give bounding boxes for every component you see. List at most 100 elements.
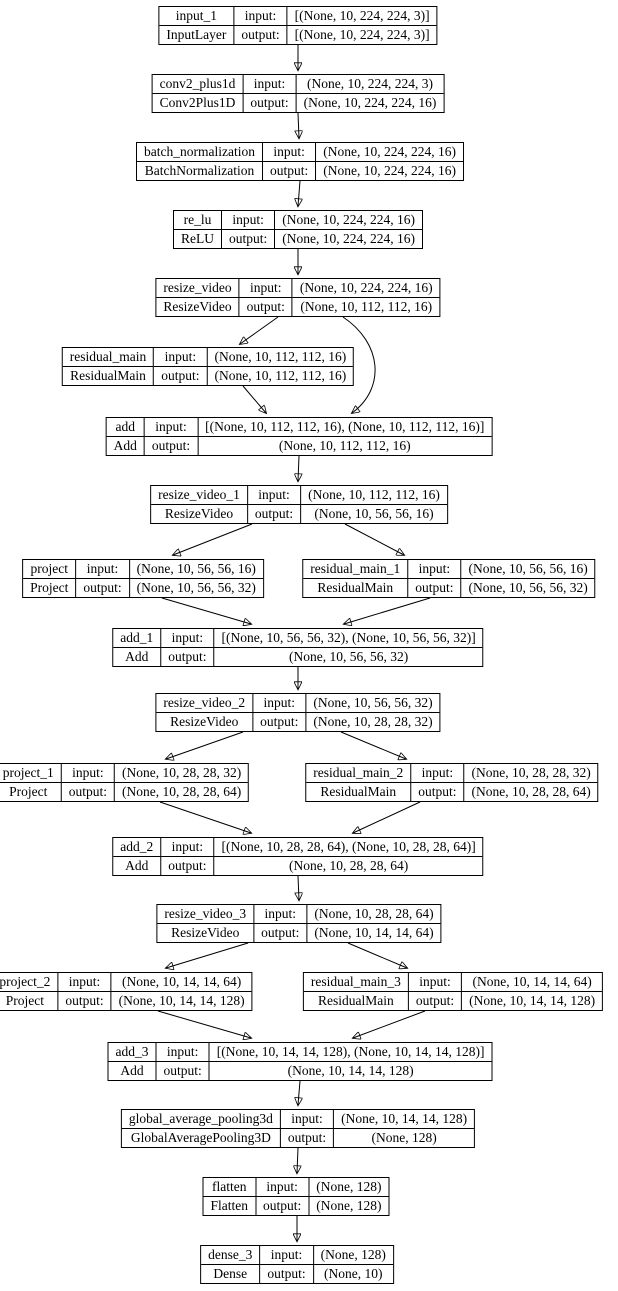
input-shape: [(None, 10, 28, 28, 64), (None, 10, 28, … xyxy=(214,838,483,857)
input-shape: (None, 10, 112, 112, 16) xyxy=(301,486,447,505)
layer-name: project_1 xyxy=(0,764,62,783)
input-label: input: xyxy=(144,418,199,437)
layer-type: ResidualMain xyxy=(306,783,412,801)
output-label: output: xyxy=(161,648,215,666)
input-label: input: xyxy=(408,560,462,579)
edge-add_3-to-global_average_pooling3d xyxy=(298,1080,300,1105)
input-shape: (None, 128) xyxy=(309,1178,389,1197)
output-label: output: xyxy=(248,505,302,523)
output-shape: (None, 10) xyxy=(324,1266,383,1281)
input-shape: (None, 10, 224, 224, 16) xyxy=(316,143,463,162)
output-label: output: xyxy=(161,857,215,875)
edge-global_average_pooling3d-to-flatten xyxy=(297,1147,298,1173)
edge-residual_main_3-to-add_3 xyxy=(353,1010,426,1038)
input-shape: (None, 10, 56, 56, 16) xyxy=(461,560,595,579)
output-label: output: xyxy=(256,1197,310,1215)
layer-type: Conv2Plus1D xyxy=(153,94,244,112)
input-label: input: xyxy=(156,1043,210,1062)
layer-name: add_2 xyxy=(113,838,162,857)
layer-type: ResidualMain xyxy=(304,992,409,1010)
output-label: output: xyxy=(62,783,116,801)
layer-type: Project xyxy=(0,783,62,801)
layer-name: resize_video xyxy=(156,279,240,298)
layer-name: residual_main xyxy=(62,348,155,367)
output-label: output: xyxy=(222,230,276,248)
output-shape: (None, 10, 56, 56, 16) xyxy=(314,506,434,521)
layer-name: batch_normalization xyxy=(137,143,263,162)
layer-type: Project xyxy=(23,579,77,597)
output-shape: (None, 10, 112, 112, 16) xyxy=(214,368,347,383)
input-label: input: xyxy=(234,7,288,26)
layer-type: GlobalAveragePooling3D xyxy=(122,1129,281,1147)
output-shape: (None, 10, 14, 14, 128) xyxy=(118,993,245,1008)
edge-project-to-add_1 xyxy=(161,597,251,624)
layer-type: Add xyxy=(113,857,162,875)
input-label: input: xyxy=(161,629,215,648)
edge-project_1-to-add_2 xyxy=(159,801,251,833)
output-label: output: xyxy=(243,94,297,112)
edge-resize_video_1-to-residual_main_1 xyxy=(344,523,404,555)
input-shape: (None, 10, 56, 56, 16) xyxy=(129,560,263,579)
layer-type: InputLayer xyxy=(159,26,235,44)
edge-residual_main-to-add xyxy=(242,385,266,413)
output-label: output: xyxy=(145,437,199,455)
layer-name: project xyxy=(23,560,77,579)
layer-type: ResizeVideo xyxy=(156,298,240,316)
layer-name: residual_main_2 xyxy=(306,764,412,783)
output-shape: (None, 10, 28, 28, 64) xyxy=(122,784,242,799)
edge-add_2-to-resize_video_3 xyxy=(298,875,299,900)
layer-type: BatchNormalization xyxy=(137,162,263,180)
layer-type: ResidualMain xyxy=(63,367,155,385)
input-shape: (None, 10, 28, 28, 32) xyxy=(464,764,598,783)
output-label: output: xyxy=(260,1265,314,1283)
edge-conv2_plus1d-to-batch_normalization xyxy=(298,112,299,138)
output-label: output: xyxy=(76,579,130,597)
input-shape: (None, 10, 112, 112, 16) xyxy=(207,348,354,367)
input-label: input: xyxy=(161,838,215,857)
output-shape: (None, 10, 28, 28, 64) xyxy=(471,784,591,799)
layer-type: ResizeVideo xyxy=(151,505,248,523)
layer-name: project_2 xyxy=(0,973,59,992)
input-shape: [(None, 10, 224, 224, 3)] xyxy=(287,7,437,26)
layer-type: Add xyxy=(109,1062,157,1080)
output-label: output: xyxy=(254,924,308,942)
edge-residual_main_1-to-add_1 xyxy=(344,597,431,624)
input-shape: [(None, 10, 112, 112, 16), (None, 10, 11… xyxy=(198,418,492,437)
output-label: output: xyxy=(154,367,208,385)
layer-name: resize_video_1 xyxy=(151,486,248,505)
input-shape: (None, 10, 224, 224, 3) xyxy=(296,75,444,94)
output-label: output: xyxy=(157,1062,210,1080)
input-shape: (None, 128) xyxy=(313,1246,393,1265)
layer-name: conv2_plus1d xyxy=(152,75,244,94)
edge-resize_video_1-to-project xyxy=(173,523,253,555)
layer-name: dense_3 xyxy=(201,1246,261,1265)
output-label: output: xyxy=(409,992,463,1010)
layer-name: add_1 xyxy=(113,629,162,648)
output-shape: (None, 10, 112, 112, 16) xyxy=(300,299,433,314)
output-shape: (None, 10, 14, 14, 128) xyxy=(469,993,596,1008)
input-label: input: xyxy=(408,973,463,992)
input-shape: (None, 10, 28, 28, 64) xyxy=(307,905,441,924)
output-label: output: xyxy=(411,783,465,801)
input-label: input: xyxy=(76,560,130,579)
layer-name: residual_main_3 xyxy=(303,973,409,992)
input-shape: (None, 10, 14, 14, 128) xyxy=(334,1110,475,1129)
layer-type: Add xyxy=(113,648,162,666)
layer-name: residual_main_1 xyxy=(303,560,409,579)
output-shape: [(None, 10, 224, 224, 3)] xyxy=(294,27,430,42)
input-shape: (None, 10, 28, 28, 32) xyxy=(115,764,249,783)
layer-type: ResidualMain xyxy=(303,579,409,597)
